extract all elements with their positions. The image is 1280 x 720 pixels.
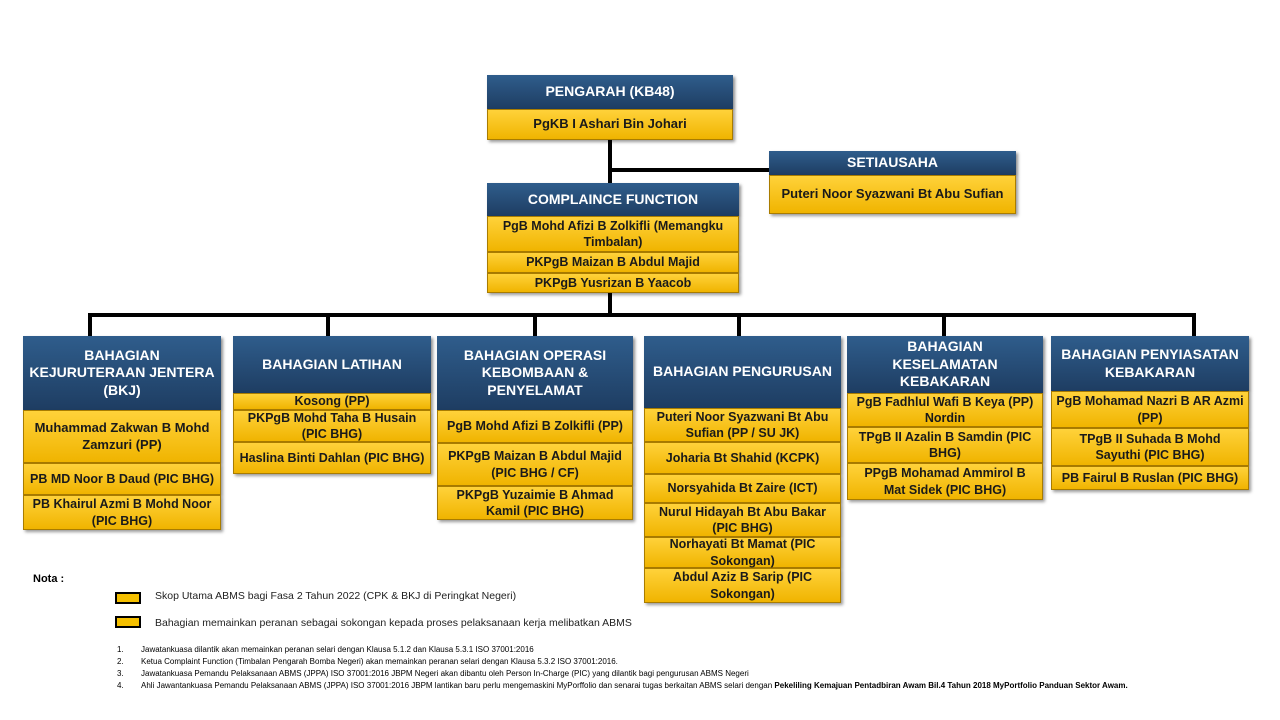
division-member: PgB Mohd Afizi B Zolkifli (PP) [437, 410, 633, 443]
note-number: 3. [117, 669, 124, 678]
note-number: 4. [117, 681, 124, 690]
division-title-operasi: BAHAGIAN OPERASI KEBOMBAAN & PENYELAMAT [437, 336, 633, 410]
division-member: Nurul Hidayah Bt Abu Bakar (PIC BHG) [644, 503, 841, 537]
division-title-latihan: BAHAGIAN LATIHAN [233, 336, 431, 393]
division-member: Abdul Aziz B Sarip (PIC Sokongan) [644, 568, 841, 603]
division-member: Norsyahida Bt Zaire (ICT) [644, 474, 841, 503]
division-member: PB MD Noor B Daud (PIC BHG) [23, 463, 221, 495]
division-member: PB Fairul B Ruslan (PIC BHG) [1051, 466, 1249, 490]
note-number: 2. [117, 657, 124, 666]
division-member: PgB Mohamad Nazri B AR Azmi (PP) [1051, 391, 1249, 428]
connector-secretary [610, 168, 770, 172]
connector-div-6 [1192, 313, 1196, 337]
nota-title: Nota : [33, 573, 65, 585]
connector-div-3 [533, 313, 537, 337]
connector-div-5 [942, 313, 946, 337]
compliance-member: PKPgB Yusrizan B Yaacob [487, 273, 739, 293]
director-title: PENGARAH (KB48) [487, 75, 733, 109]
note-item: 3. Jawatankuasa Pemandu Pelaksanaan ABMS … [117, 668, 1217, 680]
division-title-keselamatan: BAHAGIAN KESELAMATAN KEBAKARAN [847, 336, 1043, 393]
division-member: TPgB II Azalin B Samdin (PIC BHG) [847, 427, 1043, 463]
division-title-pengurusan: BAHAGIAN PENGURUSAN [644, 336, 841, 408]
compliance-member: PgB Mohd Afizi B Zolkifli (Memangku Timb… [487, 216, 739, 252]
division-title-bkj: BAHAGIAN KEJURUTERAAN JENTERA (BKJ) [23, 336, 221, 410]
notes-list: 1. Jawatankuasa dilantik akan memainkan p… [117, 644, 1217, 692]
note-text: Ketua Complaint Function (Timbalan Penga… [141, 657, 618, 666]
legend-swatch-primary [115, 592, 141, 604]
compliance-title: COMPLAINCE FUNCTION [487, 183, 739, 216]
note-text: Jawatankuasa dilantik akan memainkan per… [141, 645, 534, 654]
connector-div-1 [88, 313, 92, 337]
division-member: Joharia Bt Shahid (KCPK) [644, 442, 841, 474]
note-text-wrap: Ahli Jawantankuasa Pemandu Pelaksanaan A… [141, 680, 1211, 692]
division-member: TPgB II Suhada B Mohd Sayuthi (PIC BHG) [1051, 428, 1249, 466]
division-member: PKPgB Mohd Taha B Husain (PIC BHG) [233, 410, 431, 442]
division-member: PPgB Mohamad Ammirol B Mat Sidek (PIC BH… [847, 463, 1043, 500]
division-member: Muhammad Zakwan B Mohd Zamzuri (PP) [23, 410, 221, 463]
note-number: 1. [117, 645, 124, 654]
connector-div-2 [326, 313, 330, 337]
division-member: Kosong (PP) [233, 393, 431, 410]
legend-label-primary: Skop Utama ABMS bagi Fasa 2 Tahun 2022 (… [155, 590, 517, 602]
director-name: PgKB I Ashari Bin Johari [487, 109, 733, 140]
note-item: 2. Ketua Complaint Function (Timbalan Pen… [117, 656, 1217, 668]
division-title-penyiasatan: BAHAGIAN PENYIASATAN KEBAKARAN [1051, 336, 1249, 391]
connector-director-compliance [608, 140, 612, 184]
legend-swatch-support [115, 616, 141, 628]
secretary-name: Puteri Noor Syazwani Bt Abu Sufian [769, 175, 1016, 214]
division-member: Haslina Binti Dahlan (PIC BHG) [233, 442, 431, 474]
connector-horizontal-bus [88, 313, 1196, 317]
note-text-bold: Pekeliling Kemajuan Pentadbiran Awam Bil… [774, 681, 1128, 690]
division-member-text: PB MD Noor B Daud (PIC BHG) [29, 471, 215, 486]
division-member: Norhayati Bt Mamat (PIC Sokongan) [644, 537, 841, 568]
note-text: Ahli Jawantankuasa Pemandu Pelaksanaan A… [141, 681, 773, 690]
connector-compliance-bus [608, 292, 612, 316]
division-member: PB Khairul Azmi B Mohd Noor (PIC BHG) [23, 495, 221, 530]
division-member: PgB Fadhlul Wafi B Keya (PP) Nordin [847, 393, 1043, 427]
division-member: Puteri Noor Syazwani Bt Abu Sufian (PP /… [644, 408, 841, 442]
connector-div-4 [737, 313, 741, 337]
division-member: PKPgB Yuzaimie B Ahmad Kamil (PIC BHG) [437, 486, 633, 520]
note-item: 1. Jawatankuasa dilantik akan memainkan p… [117, 644, 1217, 656]
secretary-title: SETIAUSAHA [769, 151, 1016, 175]
division-member: PKPgB Maizan B Abdul Majid (PIC BHG / CF… [437, 443, 633, 486]
note-item: 4. Ahli Jawantankuasa Pemandu Pelaksanaan… [117, 680, 1217, 692]
compliance-member: PKPgB Maizan B Abdul Majid [487, 252, 739, 273]
legend-label-support: Bahagian memainkan peranan sebagai sokon… [155, 617, 632, 629]
note-text: Jawatankuasa Pemandu Pelaksanaan ABMS (J… [141, 669, 749, 678]
